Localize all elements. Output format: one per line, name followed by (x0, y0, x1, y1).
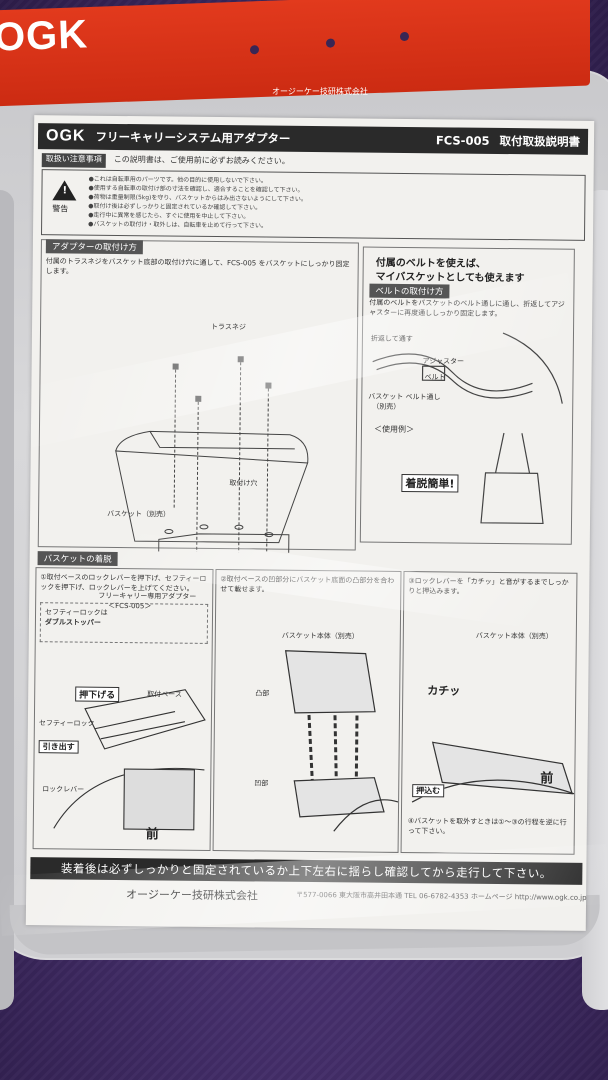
note-text: セフティーロックは (45, 608, 108, 617)
safety-label: セフティーロック (38, 719, 95, 728)
basket-adapter-diagram (115, 356, 309, 554)
section-text: 付属のベルトをバスケットのベルト通しに通し、折返してアジャスターに再度通ししっか… (369, 298, 565, 318)
screw-label: トラスネジ (211, 322, 246, 332)
doc-type: 取付取扱説明書 (499, 133, 581, 149)
step4-text: ④バスケットを取外すときは①〜③の行程を逆に行って下さい。 (407, 817, 567, 836)
base-sketch (84, 689, 206, 750)
basket-sketch (480, 472, 544, 525)
notes-tag: 取扱い注意事項 (41, 153, 106, 168)
warning-icon: ! (52, 180, 77, 201)
section-label: バスケットの着脱 (37, 551, 118, 566)
basket-outline (115, 450, 309, 544)
usage-label: ＜使用例＞ (373, 424, 415, 435)
push-down-label: 押下げる (75, 686, 120, 703)
convex-label: 凸部 (255, 689, 270, 698)
belt-diagram (372, 332, 563, 525)
click-label: カチッ (427, 684, 461, 698)
footer-warning-bar: 装着後は必ずしっかりと固定されているか上下左右に揺らし確認してから走行して下さい… (30, 857, 583, 885)
header-company-text: オージーケー技研株式会社 (272, 87, 368, 96)
belt-tag: （別売） (372, 402, 401, 411)
model-number: FCS-005 (435, 133, 490, 148)
belt-tag: アジャスター (422, 357, 465, 366)
easy-label: 着脱簡単! (401, 473, 459, 493)
step2-text: ②取付ベースの凹部分にバスケット底面の凸部分を合わせて載せます。 (220, 575, 395, 594)
basket-label: バスケット（別売） (107, 509, 171, 519)
push-in-label: 押込む (412, 784, 445, 798)
instruction-sheet: OGK フリーキャリーシステム用アダプター FCS-005 取付取扱説明書 取扱… (25, 115, 595, 931)
warning-label: 警告 (52, 204, 69, 214)
section-label: ベルトの取付け方 (369, 283, 450, 299)
step1-panel: ①取付ベースのロックレバーを押下げ、セフティーロックを押下げ、ロックレバーを上げ… (32, 567, 214, 851)
step3-diagram (411, 741, 575, 803)
base-label: 取付ベース (147, 690, 182, 699)
adapter-plate (157, 533, 290, 554)
sheet-title-bar: OGK フリーキャリーシステム用アダプター FCS-005 取付取扱説明書 (37, 123, 589, 155)
step1-text: ①取付ベースのロックレバーを押下げ、セフティーロックを押下げ、ロックレバーを上げ… (40, 573, 207, 593)
lever-label: ロックレバー (42, 785, 85, 794)
warning-box: ! 警告 ●これは自転車用のパーツです。他の目的に使用しないで下さい。 ●使用す… (40, 169, 586, 241)
concave-label: 凹部 (254, 779, 269, 788)
front-label: 前 (540, 771, 554, 787)
company-name: オージーケー技研株式会社 (126, 888, 258, 903)
hanger-hole (326, 38, 335, 48)
company-contact: 〒577-0066 東大阪市高井田本通 TEL 06-6782-4353 ホーム… (296, 890, 587, 902)
step3-text: ③ロックレバーを「カチッ」と音がするまでしっかりと押込みます。 (408, 577, 569, 596)
belt-headline-2: マイバスケットとしても使えます (375, 271, 525, 285)
bag-edge-left (0, 190, 14, 1010)
belt-tag: ベルト (424, 373, 446, 382)
note-text: ダブルストッパー (44, 618, 101, 627)
step2-diagram (284, 650, 399, 832)
step1-diagram (53, 689, 206, 831)
step2-panel: ②取付ベースの凹部分にバスケット底面の凸部分を合わせて載せます。 バスケット本体… (212, 569, 402, 853)
basket-body-label: バスケット本体（別売） (475, 631, 553, 641)
sheet-logo: OGK (45, 127, 86, 145)
hanger-hole (250, 45, 259, 55)
holes-label: 取付け穴 (229, 479, 258, 488)
belt-panel: 付属のベルトを使えば、 マイバスケットとしても使えます ベルトの取付け方 付属の… (359, 246, 575, 545)
pull-label: 引き出す (38, 740, 79, 754)
section-label: アダプターの取付け方 (45, 239, 143, 255)
belt-tag: 折返して通す (370, 334, 413, 344)
brand-logo: OGK (0, 12, 89, 60)
notes-text: この説明書は、ご使用前に必ずお読みください。 (113, 154, 290, 166)
sheet-title: フリーキャリーシステム用アダプター (95, 129, 291, 146)
hanger-hole (400, 31, 409, 42)
front-label: 前 (145, 827, 159, 843)
step3-panel: ③ロックレバーを「カチッ」と音がするまでしっかりと押込みます。 バスケット本体（… (400, 570, 578, 855)
note-box: セフティーロックは ダブルストッパー (39, 602, 209, 644)
adapter-mounting-panel: アダプターの取付け方 付属のトラスネジをバスケット底部の取付け穴に通して、FCS… (37, 239, 359, 610)
